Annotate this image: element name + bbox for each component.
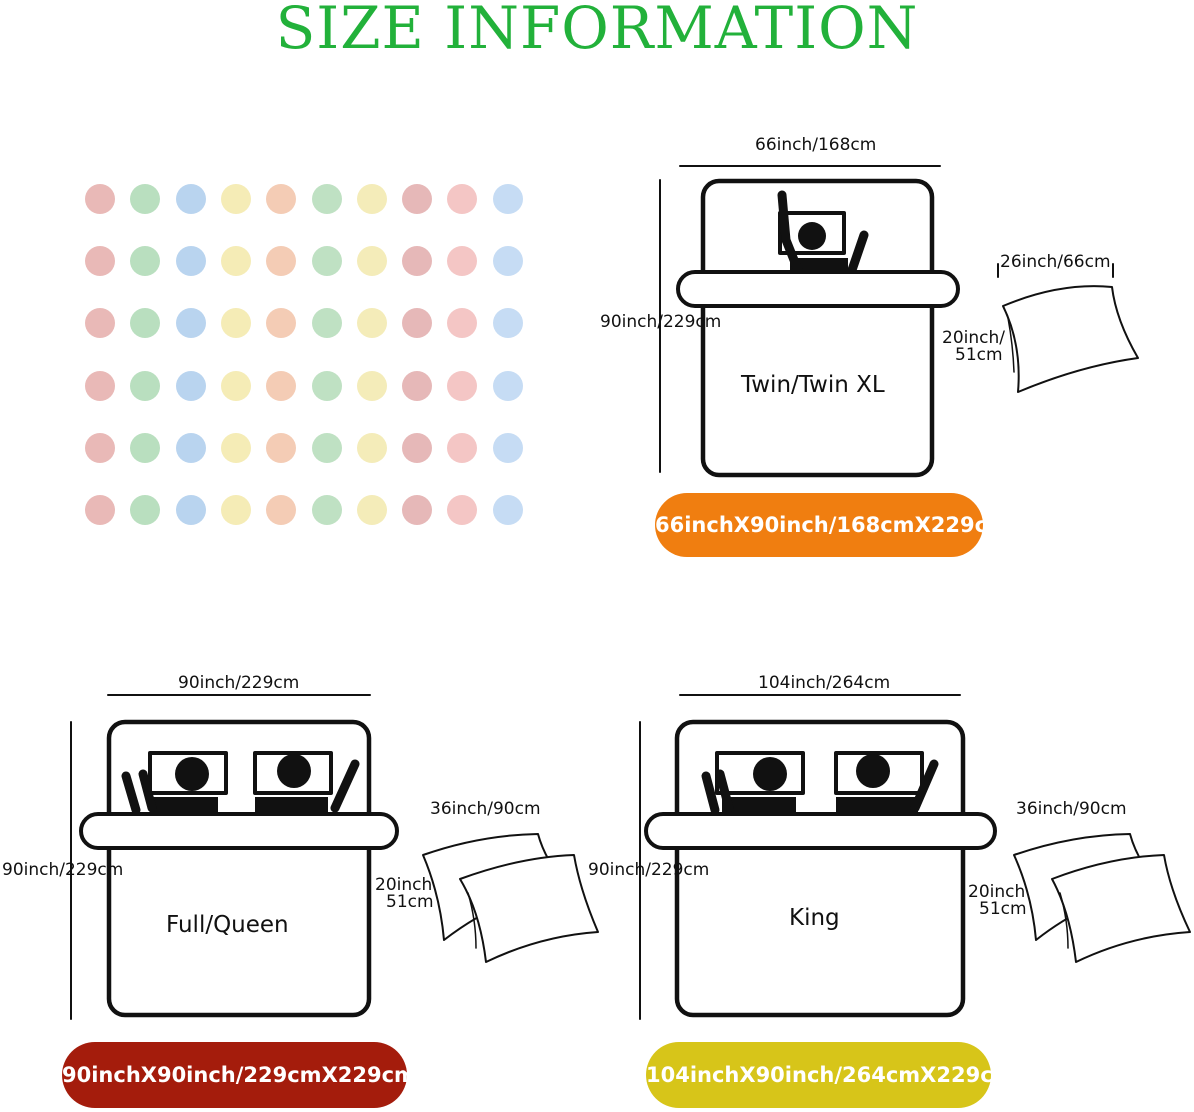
king-blanket-fold: [644, 812, 997, 850]
full-bed-name: Full/Queen: [166, 912, 289, 938]
pattern-dot: [175, 246, 206, 277]
pattern-dot: [85, 432, 115, 463]
pattern-dot: [220, 246, 251, 277]
pattern-dot: [175, 495, 206, 525]
pattern-dot: [402, 432, 433, 463]
page-title: SIZE INFORMATION: [275, 0, 919, 62]
full-blanket-fold: [79, 812, 399, 850]
pattern-dot: [220, 495, 251, 525]
twin-width-label: 66inch/168cm: [755, 135, 877, 155]
pattern-dot: [130, 495, 161, 525]
pattern-dot: [356, 184, 387, 214]
pattern-dot: [492, 432, 523, 463]
full-bed-frame: [106, 719, 372, 1018]
twin-pillow-height-label-cm: 51cm: [955, 345, 1003, 365]
pattern-dot: [220, 308, 251, 339]
twin-bed-drawing: [659, 165, 1139, 478]
king-bed-name: King: [789, 905, 840, 931]
pattern-dot: [447, 495, 478, 525]
pattern-dot: [447, 432, 478, 463]
pattern-dot: [447, 246, 478, 277]
king-pillow-width-label: 36inch/90cm: [1016, 799, 1127, 819]
king-pillow-height-label: 20inch: [968, 882, 1026, 902]
pattern-dot: [130, 184, 161, 214]
full-pillow-width-label: 36inch/90cm: [430, 799, 541, 819]
pattern-dot: [356, 432, 387, 463]
pattern-dot: [356, 308, 387, 339]
king-length-label: 90inch/229cm: [588, 860, 710, 880]
pattern-dot: [311, 495, 342, 525]
pattern-dot: [311, 184, 342, 214]
twin-length-label: 90inch/229cm: [600, 312, 722, 332]
pattern-dot: [85, 495, 115, 525]
pattern-dot: [266, 370, 297, 401]
pattern-dot: [402, 370, 433, 401]
twin-bed-frame: [700, 178, 935, 478]
pattern-dot: [266, 246, 297, 277]
twin-pillow-icon: [778, 211, 846, 255]
pattern-dot: [492, 184, 523, 214]
twin-blanket-fold: [676, 270, 960, 308]
pattern-dot: [175, 184, 206, 214]
pattern-dot: [311, 308, 342, 339]
pattern-dot: [492, 308, 523, 339]
pattern-dot: [85, 246, 115, 277]
pattern-dot: [447, 184, 478, 214]
king-bed-drawing: [639, 694, 1191, 1020]
pattern-dot: [402, 495, 433, 525]
twin-pillow-width-label: 26inch/66cm: [1000, 252, 1111, 272]
polka-dot-pattern: [85, 184, 535, 529]
king-size-badge: 104inchX90inch/264cmX229cm: [646, 1042, 1015, 1108]
pattern-dot: [356, 370, 387, 401]
pattern-dot: [266, 432, 297, 463]
twin-size-badge: 66inchX90inch/168cmX229cm: [655, 493, 1009, 557]
full-length-label: 90inch/229cm: [2, 860, 124, 880]
pattern-dot: [130, 432, 161, 463]
pattern-dot: [85, 308, 115, 339]
full-width-label: 90inch/229cm: [178, 673, 300, 693]
pattern-dot: [220, 184, 251, 214]
pattern-dot: [85, 184, 115, 214]
full-pillow-height-label: 20inch: [375, 875, 433, 895]
pattern-dot: [447, 308, 478, 339]
twin-pillow-height-label: 20inch/: [942, 328, 1005, 348]
pattern-dot: [220, 370, 251, 401]
king-pillow-height-label-cm: 51cm: [979, 899, 1027, 919]
full-size-badge: 90inchX90inch/229cmX229cm: [62, 1042, 416, 1108]
pattern-dot: [447, 370, 478, 401]
pattern-dot: [220, 432, 251, 463]
pattern-dot: [492, 246, 523, 277]
pattern-dot: [356, 495, 387, 525]
pattern-dot: [266, 184, 297, 214]
full-queen-bed-drawing: [70, 694, 599, 1020]
pattern-dot: [402, 246, 433, 277]
king-bed-frame: [674, 719, 966, 1018]
twin-bed-name: Twin/Twin XL: [741, 372, 885, 398]
pattern-dot: [266, 308, 297, 339]
pattern-dot: [311, 246, 342, 277]
pattern-dot: [85, 370, 115, 401]
pattern-dot: [311, 370, 342, 401]
pattern-dot: [130, 308, 161, 339]
pattern-dot: [266, 495, 297, 525]
pattern-dot: [175, 432, 206, 463]
twin-pillow-outline: [1002, 285, 1139, 393]
pattern-dot: [130, 246, 161, 277]
pattern-dot: [402, 308, 433, 339]
pattern-dot: [175, 370, 206, 401]
king-width-label: 104inch/264cm: [758, 673, 891, 693]
full-pillow-height-label-cm: 51cm: [386, 892, 434, 912]
pattern-dot: [492, 495, 523, 525]
pattern-dot: [356, 246, 387, 277]
pattern-dot: [175, 308, 206, 339]
pattern-dot: [130, 370, 161, 401]
pattern-dot: [402, 184, 433, 214]
twin-sleeper-head: [798, 222, 826, 250]
pattern-dot: [492, 370, 523, 401]
pattern-dot: [311, 432, 342, 463]
